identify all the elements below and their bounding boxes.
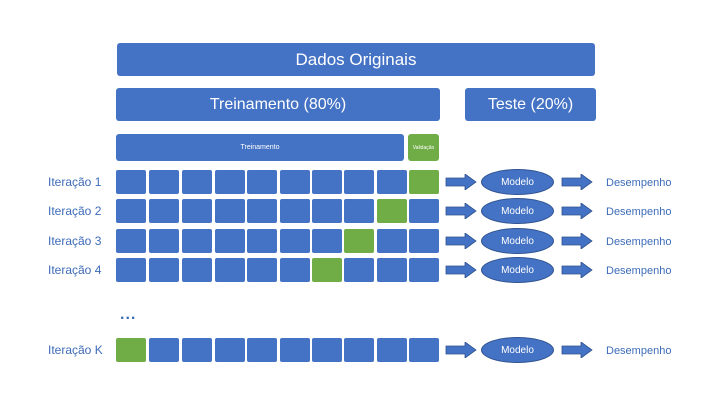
arrow-right-icon [561,261,593,279]
arrow-right-icon [561,341,593,359]
validation-fold-cell [116,338,146,362]
arrow-right-icon [561,232,593,250]
training-fold-cell [247,258,277,282]
training-fold-cell [409,258,439,282]
training-fold-cell [344,338,374,362]
training-fold-cell [116,258,146,282]
performance-label: Desempenho [606,236,672,248]
training-fold-cell [280,338,310,362]
training-fold-cell [182,199,212,223]
training-fold-cell [215,258,245,282]
performance-label: Desempenho [606,206,672,218]
training-fold-cell [247,199,277,223]
training-fold-cell [215,229,245,253]
training-fold-cell [377,338,407,362]
fold-training-bar: Treinamento [116,134,404,161]
validation-fold-cell [312,258,342,282]
training-fold-cell [280,170,310,194]
training-fold-cell [182,170,212,194]
training-fold-cell [247,338,277,362]
validation-fold-cell [344,229,374,253]
training-fold-cell [116,229,146,253]
training-split-label: Treinamento (80%) [209,95,347,113]
training-fold-cell [344,258,374,282]
training-fold-cell [149,170,179,194]
original-data-label: Dados Originais [295,49,417,69]
training-fold-cell [182,258,212,282]
ellipsis: ... [120,306,137,323]
arrow-right-icon [561,173,593,191]
training-fold-cell [409,338,439,362]
training-fold-cell [377,258,407,282]
iteration-label: Iteração 3 [48,234,102,248]
training-fold-cell [280,199,310,223]
model-ellipse: Modelo [481,198,554,224]
training-fold-cell [149,258,179,282]
training-fold-cell [247,229,277,253]
fold-training-label: Treinamento [240,144,280,151]
training-fold-cell [215,338,245,362]
performance-label: Desempenho [606,265,672,277]
iteration-label: Iteração K [48,343,103,357]
arrow-right-icon [445,261,477,279]
test-split-label: Teste (20%) [487,95,574,113]
training-fold-cell [377,229,407,253]
validation-fold-cell [409,170,439,194]
performance-label: Desempenho [606,345,672,357]
training-fold-cell [280,258,310,282]
iteration-label: Iteração 1 [48,175,102,189]
training-fold-cell [312,170,342,194]
arrow-right-icon [445,202,477,220]
training-fold-cell [377,170,407,194]
training-fold-cell [409,199,439,223]
training-split-bar: Treinamento (80%) [116,88,440,121]
model-ellipse: Modelo [481,228,554,254]
training-fold-cell [312,338,342,362]
model-ellipse: Modelo [481,337,554,363]
arrow-right-icon [445,173,477,191]
training-fold-cell [182,229,212,253]
training-fold-cell [215,199,245,223]
fold-validation-bar: Validação [408,134,439,161]
performance-label: Desempenho [606,177,672,189]
original-data-bar: Dados Originais [117,43,595,76]
training-fold-cell [182,338,212,362]
iteration-label: Iteração 2 [48,204,102,218]
training-fold-cell [247,170,277,194]
training-fold-cell [116,170,146,194]
training-fold-cell [344,170,374,194]
arrow-right-icon [445,341,477,359]
training-fold-cell [149,199,179,223]
test-split-bar: Teste (20%) [465,88,596,121]
training-fold-cell [312,199,342,223]
training-fold-cell [312,229,342,253]
arrow-right-icon [445,232,477,250]
training-fold-cell [280,229,310,253]
model-ellipse: Modelo [481,257,554,283]
training-fold-cell [149,338,179,362]
training-fold-cell [116,199,146,223]
iteration-label: Iteração 4 [48,263,102,277]
validation-fold-cell [377,199,407,223]
model-ellipse: Modelo [481,169,554,195]
arrow-right-icon [561,202,593,220]
fold-validation-label: Validação [412,144,435,151]
training-fold-cell [409,229,439,253]
training-fold-cell [215,170,245,194]
training-fold-cell [344,199,374,223]
training-fold-cell [149,229,179,253]
